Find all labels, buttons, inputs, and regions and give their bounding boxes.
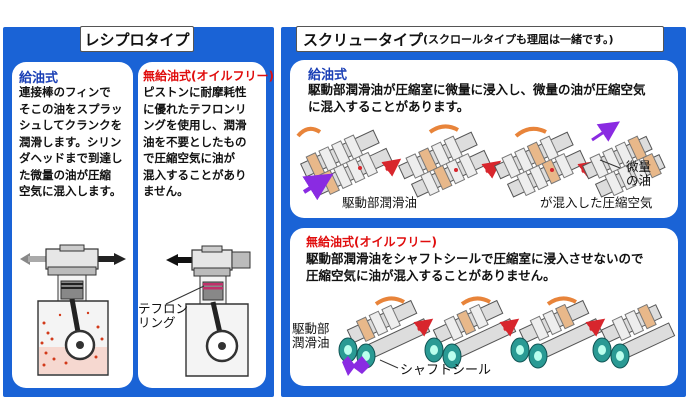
text-line: ピストンに耐摩耗性 [143, 85, 247, 99]
text-line: シュしてクランクを [19, 118, 123, 132]
text-line: 駆動部潤滑油をシャフトシールで圧縮室に浸入させないので [306, 251, 644, 266]
text-line: 連接棒のフィンで [19, 85, 111, 99]
screw-oilfree-text: 駆動部潤滑油をシャフトシールで圧縮室に浸入させないので 圧縮空気に油が混入するこ… [306, 250, 676, 284]
label-line: 潤滑油 [292, 335, 330, 350]
label-line: リング [138, 315, 176, 330]
text-line: 圧縮空気に油が混入することがありません。 [306, 268, 556, 283]
seal-set-1 [338, 296, 431, 369]
text-line: た微量の油が圧縮 [19, 167, 111, 182]
seal-set-3 [510, 296, 603, 369]
text-line: そこの油をスプラッ [19, 101, 123, 116]
screw-oiled-text: 駆動部潤滑油が圧縮室に微量に浸入し、微量の油が圧縮空気 に混入することがあります… [308, 81, 676, 115]
label-line: 駆動部 [292, 321, 330, 336]
text-line: ングを使用し、潤滑 [143, 118, 247, 132]
screw-title-main: スクリュータイプ [303, 30, 424, 49]
recip-oilfree-heading: 無給油式(オイルフリー) [143, 69, 274, 83]
text-line: 潤滑します。シリン [19, 134, 122, 149]
text-line: 駆動部潤滑油が圧縮室に微量に浸入し、微量の油が圧縮空気 [308, 82, 646, 97]
text-line: に優れたテフロンリ [143, 101, 247, 116]
rotor-set-2 [398, 124, 491, 198]
label-line: 微量 [626, 159, 652, 174]
recip-oiled-text: 連接棒のフィンで そこの油をスプラッ シュしてクランクを 潤滑します。シリン ダ… [19, 84, 137, 200]
screw-oiled-drive-oil-label: 駆動部潤滑油 [342, 195, 418, 210]
text-line: 空気に混入します。 [19, 184, 122, 198]
teflon-ring-label: テフロン リング [138, 302, 188, 330]
screw-title-sub: (スクロールタイプも理屈は一緒です。) [423, 33, 614, 46]
seal-set-4 [592, 303, 676, 369]
recip-oilfree-text: ピストンに耐摩耗性 に優れたテフロンリ ングを使用し、潤滑 油を不要としたもの … [143, 84, 267, 200]
screw-oiled-trace-oil-label: 微量 の油 [626, 160, 651, 188]
shaft-seal-label: シャフトシール [400, 363, 492, 378]
screw-oilfree-diagram [338, 296, 676, 376]
screw-oiled-heading: 給油式 [308, 68, 348, 83]
rotor-set-4 [582, 135, 666, 198]
screw-oilfree-heading: 無給油式(オイルフリー) [306, 235, 437, 249]
text-line: 油を不要としたもの [143, 134, 247, 149]
text-line: ダヘッドまで到達し [19, 151, 123, 165]
screw-oiled-mixed-air-label: が混入した圧縮空気 [540, 195, 653, 210]
label-line: の油 [626, 173, 652, 188]
screw-oiled-diagram [296, 121, 666, 201]
text-line: ません。 [143, 184, 189, 198]
label-line: テフロン [138, 301, 189, 316]
purple-oil-flow-icon [342, 356, 370, 376]
screw-oilfree-drive-oil-label: 駆動部 潤滑油 [292, 322, 330, 350]
oilfree-piston-diagram [165, 245, 251, 377]
reciprocating-title: レシプロタイプ [80, 26, 194, 52]
seal-set-2 [424, 296, 517, 369]
text-line: 混入することがあり [143, 167, 247, 182]
text-line: で圧縮空気に油が [143, 151, 235, 165]
screw-title: スクリュータイプ (スクロールタイプも理屈は一緒です。) [296, 26, 664, 52]
recip-oiled-heading: 給油式 [19, 71, 59, 86]
text-line: に混入することがあります。 [308, 99, 470, 114]
rotor-set-3 [494, 126, 587, 198]
oiled-piston-diagram [20, 244, 126, 376]
